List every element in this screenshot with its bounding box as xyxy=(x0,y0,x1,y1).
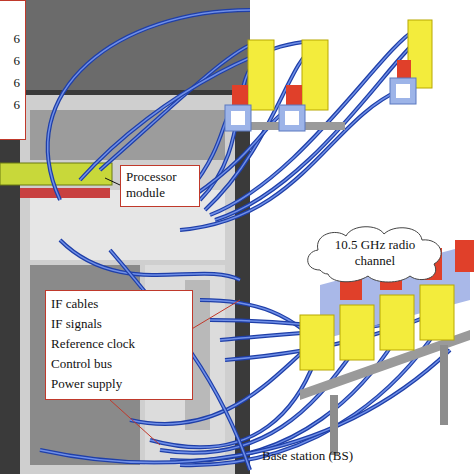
callout-box: IF cables IF signalsReference clockContro… xyxy=(45,290,193,400)
rf-frontend xyxy=(380,295,414,350)
if-cable xyxy=(215,40,418,220)
if-cable xyxy=(60,240,240,280)
cloud-label: 10.5 GHz radio channel xyxy=(322,237,428,269)
callout-text: Power supply xyxy=(51,376,187,392)
radio-cloud: 10.5 GHz radio channel xyxy=(300,222,450,284)
base-station-label: Base station (BS) xyxy=(262,448,353,463)
cable-highlight xyxy=(80,42,318,180)
rf-frontend xyxy=(302,40,328,110)
if-cable xyxy=(80,42,318,180)
if-cable xyxy=(210,30,415,215)
cable-highlight xyxy=(180,90,400,230)
if-cable xyxy=(180,90,400,230)
callout-text: 6 xyxy=(0,75,20,91)
if-cable xyxy=(48,10,250,200)
rf-frontend xyxy=(340,305,374,360)
callout-text: Control bus xyxy=(51,356,187,372)
rf-frontend xyxy=(248,40,274,110)
callout-box: Processor module xyxy=(120,165,200,207)
leader-line xyxy=(105,178,120,185)
cloud-text-area: 10.5 GHz radio channel xyxy=(300,222,450,284)
antenna-feed xyxy=(455,240,474,272)
callout-text: Processor module xyxy=(126,169,194,201)
cloud-shape xyxy=(308,227,441,282)
cable-highlight xyxy=(48,10,250,200)
cable-bundle xyxy=(40,10,450,470)
leader-line xyxy=(110,400,160,445)
patch-antenna xyxy=(279,105,305,131)
rf-frontend xyxy=(300,315,334,370)
stand-leg xyxy=(440,345,448,425)
patch-antenna xyxy=(225,105,251,131)
stand-leg xyxy=(330,395,338,455)
cut-off-callout: 6 6 6 6 xyxy=(0,0,26,140)
callout-text: 6 xyxy=(0,53,20,69)
cable-highlight xyxy=(60,240,240,280)
rf-frontend xyxy=(420,285,454,340)
leader-line xyxy=(190,300,240,330)
patch-element xyxy=(396,84,410,98)
cable-highlight xyxy=(210,30,415,215)
processor-board xyxy=(20,188,110,198)
callout-text: Reference clock xyxy=(51,336,187,352)
patch-element xyxy=(231,111,245,125)
patch-antenna xyxy=(390,78,416,104)
callout-text: 6 xyxy=(0,31,20,47)
callout-text: IF signals xyxy=(51,316,187,332)
cable-highlight xyxy=(215,40,418,220)
patch-element xyxy=(285,111,299,125)
callout-text: IF cables xyxy=(51,296,187,312)
callout-text: 6 xyxy=(0,97,20,113)
mobile-antennas xyxy=(225,20,432,131)
